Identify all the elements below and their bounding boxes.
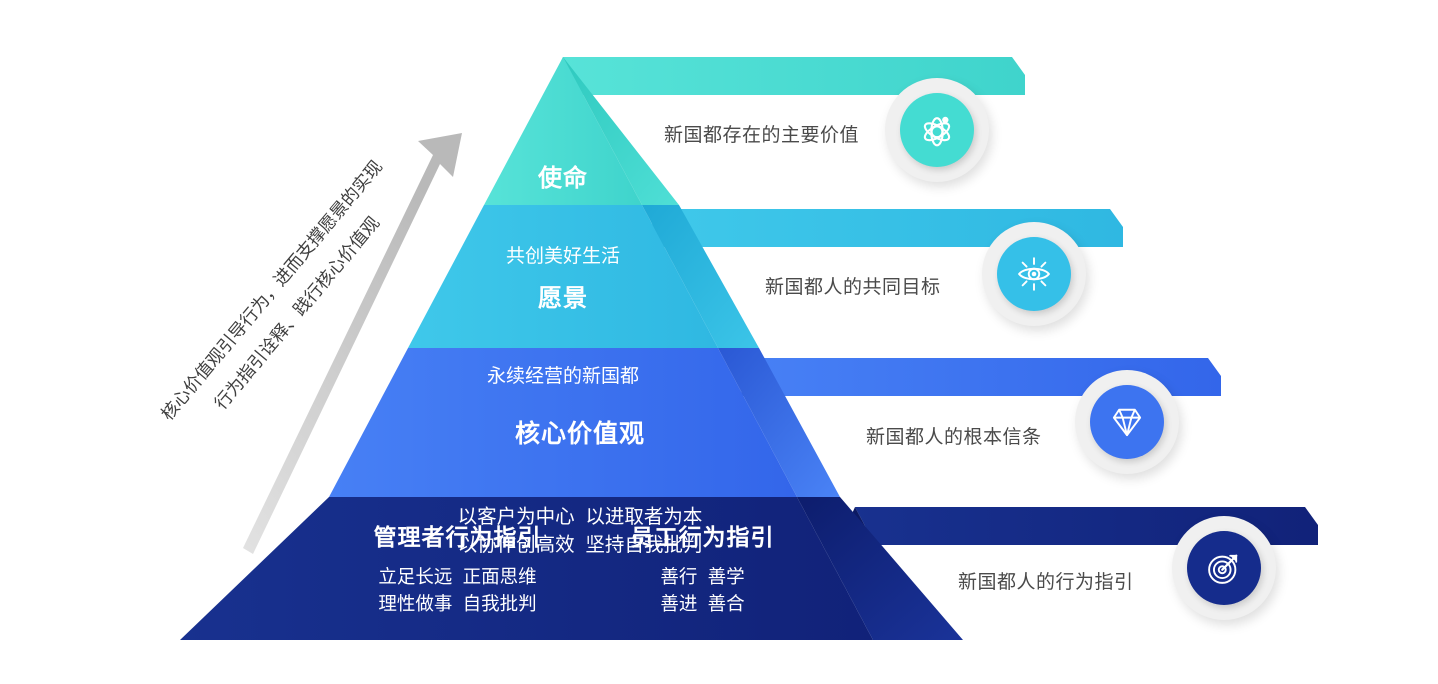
atom-icon [900, 93, 974, 167]
pyramid-tier-behavior [180, 497, 963, 640]
behavior-employee-line-1: 善行 善学 [660, 566, 745, 587]
behavior-manager-column: 管理者行为指引 立足长远 正面思维理性做事 自我批判 [335, 518, 580, 618]
pyramid-tier-core-values [329, 348, 840, 497]
behavior-employee-column: 员工行为指引 善行 善学善进 善合 [610, 518, 795, 618]
badge-mission [885, 78, 989, 182]
behavior-employee-title: 员工行为指引 [630, 524, 775, 550]
behavior-manager-line-2: 理性做事 自我批判 [378, 593, 537, 615]
behavior-manager-line-1: 立足长远 正面思维 [378, 566, 537, 587]
tier-text-behavior: 管理者行为指引 立足长远 正面思维理性做事 自我批判 员工行为指引 善行 善学善… [330, 518, 800, 618]
side-label-mission: 新国都存在的主要价值 [664, 125, 860, 146]
side-label-core-values: 新国都人的根本信条 [866, 427, 1042, 448]
eye-vision-icon [997, 237, 1071, 311]
diamond-icon [1090, 385, 1164, 459]
side-label-vision: 新国都人的共同目标 [765, 277, 941, 298]
behavior-employee-items: 善行 善学善进 善合 [610, 563, 795, 618]
badge-vision [982, 222, 1086, 326]
upward-arrow-icon [243, 133, 462, 554]
pyramid-tier-mission [484, 57, 679, 205]
badge-behavior [1172, 516, 1276, 620]
pyramid-tier-vision [408, 205, 759, 348]
behavior-employee-line-2: 善进 善合 [660, 593, 745, 615]
behavior-manager-items: 立足长远 正面思维理性做事 自我批判 [335, 563, 580, 618]
side-label-behavior: 新国都人的行为指引 [958, 572, 1134, 593]
behavior-manager-title: 管理者行为指引 [373, 524, 542, 550]
badge-core-values [1075, 370, 1179, 474]
target-icon [1187, 531, 1261, 605]
